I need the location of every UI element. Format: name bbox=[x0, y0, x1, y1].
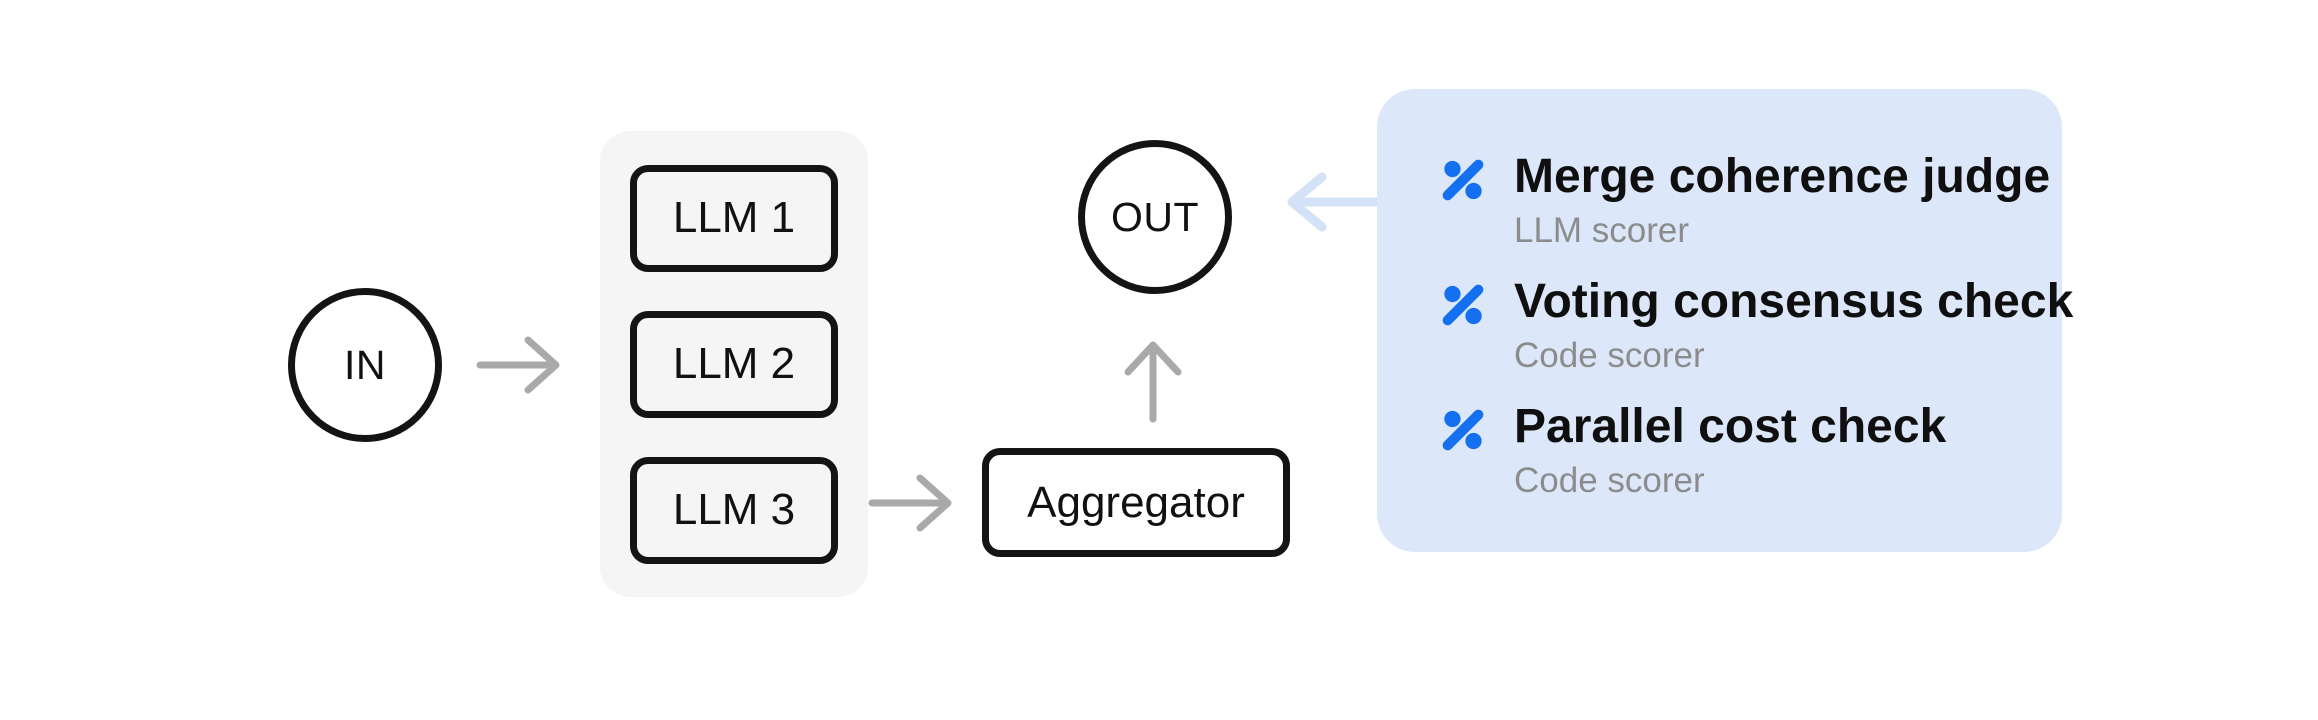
arrow-aggregator-to-out bbox=[1124, 341, 1182, 423]
scorer-item[interactable]: Parallel cost check Code scorer bbox=[1440, 398, 2032, 504]
node-llm-3[interactable]: LLM 3 bbox=[630, 456, 838, 564]
percent-icon bbox=[1440, 407, 1486, 453]
scorer-subtitle: LLM scorer bbox=[1514, 211, 1690, 250]
scorer-subtitle: Code scorer bbox=[1514, 461, 1705, 500]
node-in[interactable]: IN bbox=[288, 288, 442, 442]
scorer-subtitle: Code scorer bbox=[1514, 336, 1705, 375]
node-aggregator-label: Aggregator bbox=[1027, 477, 1245, 527]
node-llm-2-label: LLM 2 bbox=[672, 339, 796, 388]
node-llm-2[interactable]: LLM 2 bbox=[630, 310, 838, 418]
node-llm-3-label: LLM 3 bbox=[672, 485, 796, 534]
scorer-title: Merge coherence judge bbox=[1514, 150, 2051, 203]
arrow-llm-group-to-aggregator bbox=[868, 474, 952, 532]
node-out[interactable]: OUT bbox=[1078, 140, 1232, 294]
node-out-label: OUT bbox=[1110, 193, 1200, 240]
node-llm-1-label: LLM 1 bbox=[672, 193, 796, 242]
llm-parallel-group[interactable]: LLM 1 LLM 2 LLM 3 bbox=[600, 131, 868, 597]
arrow-panel-to-out bbox=[1287, 172, 1381, 232]
node-llm-1[interactable]: LLM 1 bbox=[630, 164, 838, 272]
arrow-in-to-llm-group bbox=[476, 336, 560, 394]
node-aggregator[interactable]: Aggregator bbox=[982, 448, 1290, 557]
node-in-label: IN bbox=[344, 341, 386, 388]
scorer-title: Voting consensus check bbox=[1514, 275, 2074, 328]
scorers-panel: Merge coherence judge LLM scorer Voting … bbox=[1377, 89, 2073, 552]
scorer-item[interactable]: Merge coherence judge LLM scorer bbox=[1440, 148, 2050, 254]
percent-icon bbox=[1440, 157, 1486, 203]
scorer-title: Parallel cost check bbox=[1514, 400, 1947, 453]
percent-icon bbox=[1440, 282, 1486, 328]
scorer-item[interactable]: Voting consensus check Code scorer bbox=[1440, 273, 2073, 379]
